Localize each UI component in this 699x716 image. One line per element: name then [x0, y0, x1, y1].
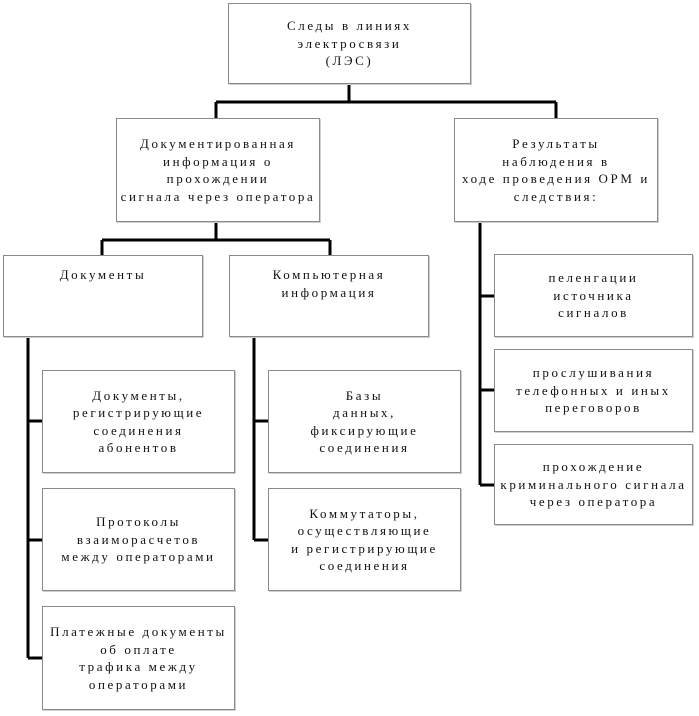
computer-item-box: Коммутаторы, осуществляющие и регистриру… [268, 488, 461, 591]
computer-item-line: соединения [319, 558, 410, 573]
observation-item-line: переговоров [545, 400, 642, 416]
observation-item-line: прослушивания [532, 365, 655, 381]
doc-item-line: между операторами [61, 549, 216, 565]
computer-item-line: осуществляющие [297, 523, 432, 538]
observation-item-line: прохождение [542, 459, 645, 475]
doc-item-line: Протоколы [96, 514, 181, 530]
doc-item-line: об оплате [100, 641, 177, 657]
documented-info-line: Документированная [139, 136, 297, 151]
computer-info-box: Компьютерная информация [229, 255, 429, 337]
observation-results-line: ходе проведения ОРМ и [462, 171, 650, 186]
documents-line: Документы [59, 267, 147, 282]
observation-results-box: Результаты наблюдения в ходе проведения … [454, 118, 658, 222]
computer-item-line: Коммутаторы, [309, 505, 420, 521]
computer-item-line: Базы [345, 387, 384, 403]
documented-info-line: сигнала через оператора [120, 188, 316, 204]
observation-item-line: пеленгации [548, 270, 639, 286]
doc-item-line: Документы, [92, 387, 185, 403]
observation-results-line: следствия: [513, 188, 599, 204]
doc-item-line: трафика между [79, 659, 198, 674]
computer-info-line: информация [281, 284, 377, 300]
observation-item-line: через оператора [529, 494, 658, 510]
doc-item-box: Протоколы взаиморасчетов между оператора… [42, 488, 235, 591]
doc-item-box: Платежные документы об оплате трафика ме… [42, 606, 235, 710]
documented-info-line: информация о [163, 153, 273, 169]
computer-item-box: Базы данных, фиксирующие соединения [268, 370, 461, 473]
computer-item-line: данных, [333, 405, 396, 420]
observation-item-line: источника [553, 287, 634, 303]
doc-item-line: Платежные документы [50, 624, 227, 639]
computer-item-line: и регистрирующие [291, 540, 438, 556]
doc-item-line: регистрирующие [72, 405, 205, 420]
observation-item-box: прослушивания телефонных и иных перегово… [494, 349, 693, 432]
root-line: электросвязи [297, 35, 402, 51]
observation-item-line: телефонных и иных [516, 382, 671, 398]
observation-results-line: Результаты [512, 136, 600, 151]
doc-item-line: операторами [88, 676, 189, 692]
observation-item-box: прохождение криминального сигнала через … [494, 444, 693, 525]
observation-results-line: наблюдения в [502, 153, 610, 169]
documented-info-line: прохождении [166, 171, 270, 186]
computer-item-line: фиксирующие [310, 422, 419, 438]
documented-info-box: Документированная информация о прохожден… [116, 118, 320, 222]
observation-item-box: пеленгации источника сигналов [494, 254, 693, 337]
observation-item-line: криминального сигнала [500, 476, 687, 492]
computer-item-line: соединения [319, 440, 410, 455]
computer-info-line: Компьютерная [272, 267, 386, 282]
root-line: (ЛЭС) [325, 53, 374, 69]
doc-item-box: Документы, регистрирующие соединения або… [42, 370, 235, 473]
root-line: Следы в линиях [287, 18, 412, 34]
doc-item-line: абонентов [98, 440, 179, 455]
doc-item-line: взаиморасчетов [76, 531, 201, 547]
observation-item-line: сигналов [558, 305, 629, 321]
documents-box: Документы [3, 255, 203, 337]
doc-item-line: соединения [93, 422, 184, 438]
root-box: Следы в линиях электросвязи (ЛЭС) [228, 3, 471, 84]
